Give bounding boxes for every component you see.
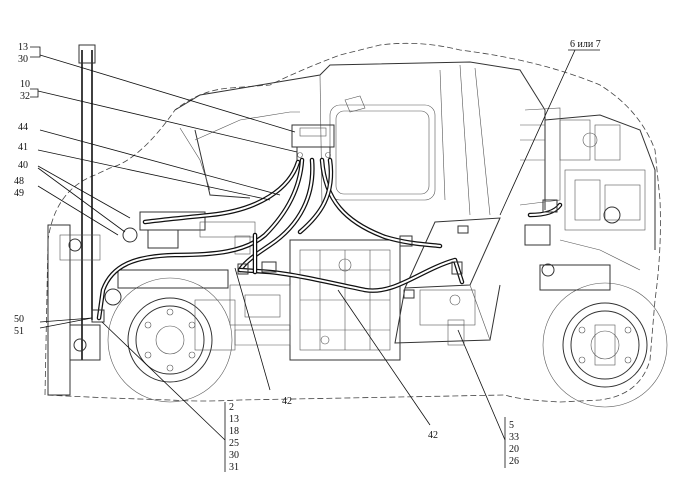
cab: [174, 61, 546, 216]
callout-stack-right-item: 20: [509, 444, 519, 455]
callout-48: 48: [14, 176, 24, 187]
callout-stack-right: 5 33 20 26: [509, 420, 519, 467]
callout-10: 10: [20, 79, 30, 90]
callout-40: 40: [18, 160, 28, 171]
callout-stack-right-item: 33: [509, 432, 519, 443]
callout-44: 44: [18, 122, 28, 133]
distributor-valve: [291, 124, 335, 160]
callout-stack-right-item: 26: [509, 456, 519, 467]
callout-stack-left-item: 25: [229, 438, 239, 449]
callout-42-left: 42: [282, 396, 292, 407]
callout-41: 41: [18, 142, 28, 153]
callout-49: 49: [14, 188, 24, 199]
callout-50: 50: [14, 314, 24, 325]
callout-stack-left-item: 13: [229, 414, 239, 425]
engine-block: [519, 107, 656, 250]
callout-stack-left-item: 2: [229, 402, 234, 413]
callout-42-right: 42: [428, 430, 438, 441]
rear-wheel: [107, 269, 236, 403]
callout-stack-left-item: 18: [229, 426, 239, 437]
hose-fittings: [69, 199, 558, 361]
callout-stack-left-item: 30: [229, 450, 239, 461]
callout-51: 51: [14, 326, 24, 337]
callout-13: 13: [18, 42, 28, 53]
callout-6-or-7: 6 или 7: [570, 39, 601, 50]
leader-lines: [30, 46, 600, 472]
front-wheel: [539, 239, 668, 408]
tractor-outline: [44, 42, 661, 403]
callout-30: 30: [18, 54, 28, 65]
hydraulic-hoses: [96, 157, 563, 321]
callout-32: 32: [20, 91, 30, 102]
callout-stack-left-item: 31: [229, 462, 239, 473]
callout-stack-right-item: 5: [509, 420, 514, 431]
hydraulic-tank: [394, 217, 501, 346]
callout-stack-left: 2 13 18 25 30 31: [229, 402, 239, 473]
